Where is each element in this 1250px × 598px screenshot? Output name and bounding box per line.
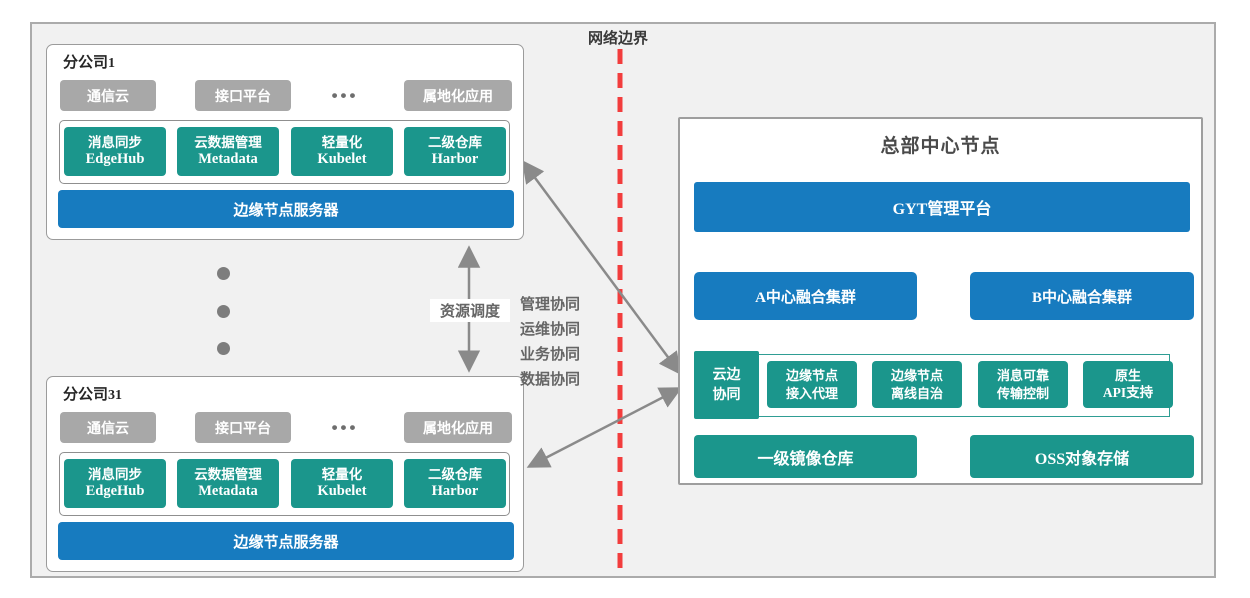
component-label-zh: 二级仓库 [428, 466, 482, 482]
dot [216, 267, 230, 280]
feature-reliable-message-transfer: 消息可靠 传输控制 [978, 361, 1068, 408]
feature-line2: 接入代理 [785, 385, 838, 401]
cluster-a: A中心融合集群 [694, 272, 917, 320]
component-label-en: Metadata [198, 150, 258, 167]
branch-31-name: 分公司 [63, 386, 109, 403]
component-label-en: Kubelet [317, 150, 367, 167]
feature-line2: 传输控制 [996, 385, 1049, 401]
component-label-zh: 轻量化 [321, 466, 363, 482]
component-edgehub: 消息同步 EdgeHub [64, 459, 166, 508]
edge-components-strip: 消息同步 EdgeHub 云数据管理 Metadata 轻量化 Kubelet … [59, 452, 510, 516]
branch-31-title: 分公司31 [63, 383, 122, 404]
app-chip-comm-cloud: 通信云 [60, 412, 156, 443]
feature-line1: 边缘节点 [890, 367, 943, 383]
component-label-en: EdgeHub [85, 150, 145, 167]
branch-1-title: 分公司1 [63, 51, 115, 72]
app-chip-localized-app: 属地化应用 [404, 80, 512, 111]
component-label-zh: 二级仓库 [428, 134, 482, 150]
component-metadata: 云数据管理 Metadata [177, 127, 279, 176]
primary-image-registry: 一级镜像仓库 [694, 435, 917, 478]
component-label-en: Kubelet [317, 482, 367, 499]
branch-1-name: 分公司 [63, 54, 109, 71]
app-chip-localized-app: 属地化应用 [404, 412, 512, 443]
app-chip-interface-platform: 接口平台 [195, 412, 291, 443]
edge-node-server-bar: 边缘节点服务器 [58, 522, 514, 560]
cloud-edge-collab-box: 云边 协同 [694, 351, 759, 419]
more-branches-ellipsis-icon [216, 267, 230, 355]
network-boundary-label: 网络边界 [587, 30, 648, 47]
component-harbor: 二级仓库 Harbor [404, 459, 506, 508]
feature-line1: 边缘节点 [785, 367, 838, 383]
more-apps-ellipsis-icon: ••• [331, 85, 359, 105]
component-label-en: Harbor [431, 150, 479, 167]
cloud-edge-line1: 云边 [712, 366, 741, 383]
feature-line1: 原生 [1114, 367, 1141, 383]
feature-native-api-support: 原生 API支持 [1083, 361, 1173, 408]
feature-line1: 消息可靠 [996, 367, 1049, 383]
cluster-b: B中心融合集群 [970, 272, 1194, 320]
feature-line2: API支持 [1102, 385, 1154, 401]
app-chip-comm-cloud: 通信云 [60, 80, 156, 111]
headquarters-title: 总部中心节点 [880, 136, 1001, 157]
branch-31-number: 31 [108, 388, 123, 403]
component-label-zh: 云数据管理 [194, 466, 262, 482]
headquarters-node: 总部中心节点 GYT管理平台 A中心融合集群 B中心融合集群 云边 协同 边缘节… [678, 117, 1203, 485]
gyt-management-platform: GYT管理平台 [694, 182, 1190, 232]
edge-node-server-bar: 边缘节点服务器 [58, 190, 514, 228]
branch-1-number: 1 [108, 56, 116, 71]
app-chip-interface-platform: 接口平台 [195, 80, 291, 111]
component-label-zh: 轻量化 [321, 134, 363, 150]
cloud-edge-line2: 协同 [712, 386, 741, 402]
oss-object-storage: OSS对象存储 [970, 435, 1194, 478]
branch-office-31: 分公司31 通信云 接口平台 ••• 属地化应用 消息同步 EdgeHub 云数… [46, 376, 524, 572]
collaboration-labels: 管理协同 运维协同 业务协同 数据协同 [520, 292, 580, 392]
collab-line-business: 业务协同 [520, 346, 581, 363]
component-label-en: Metadata [198, 482, 258, 499]
component-label-zh: 消息同步 [88, 134, 142, 150]
collab-line-operations: 运维协同 [520, 321, 581, 338]
component-kubelet: 轻量化 Kubelet [291, 459, 393, 508]
component-harbor: 二级仓库 Harbor [404, 127, 506, 176]
collab-line-management: 管理协同 [520, 296, 581, 313]
component-label-zh: 云数据管理 [194, 134, 262, 150]
edge-components-strip: 消息同步 EdgeHub 云数据管理 Metadata 轻量化 Kubelet … [59, 120, 510, 184]
resource-scheduling-label: 资源调度 [430, 299, 510, 322]
component-edgehub: 消息同步 EdgeHub [64, 127, 166, 176]
component-kubelet: 轻量化 Kubelet [291, 127, 393, 176]
dot [216, 342, 230, 355]
collab-line-data: 数据协同 [520, 371, 581, 388]
feature-edge-offline-autonomy: 边缘节点 离线自治 [872, 361, 962, 408]
component-label-zh: 消息同步 [88, 466, 142, 482]
component-label-en: EdgeHub [85, 482, 145, 499]
feature-line2: 离线自治 [890, 385, 943, 401]
feature-edge-access-proxy: 边缘节点 接入代理 [767, 361, 857, 408]
component-label-en: Harbor [431, 482, 479, 499]
component-metadata: 云数据管理 Metadata [177, 459, 279, 508]
branch-office-1: 分公司1 通信云 接口平台 ••• 属地化应用 消息同步 EdgeHub 云数据… [46, 44, 524, 240]
dot [216, 304, 230, 318]
more-apps-ellipsis-icon: ••• [331, 417, 359, 437]
